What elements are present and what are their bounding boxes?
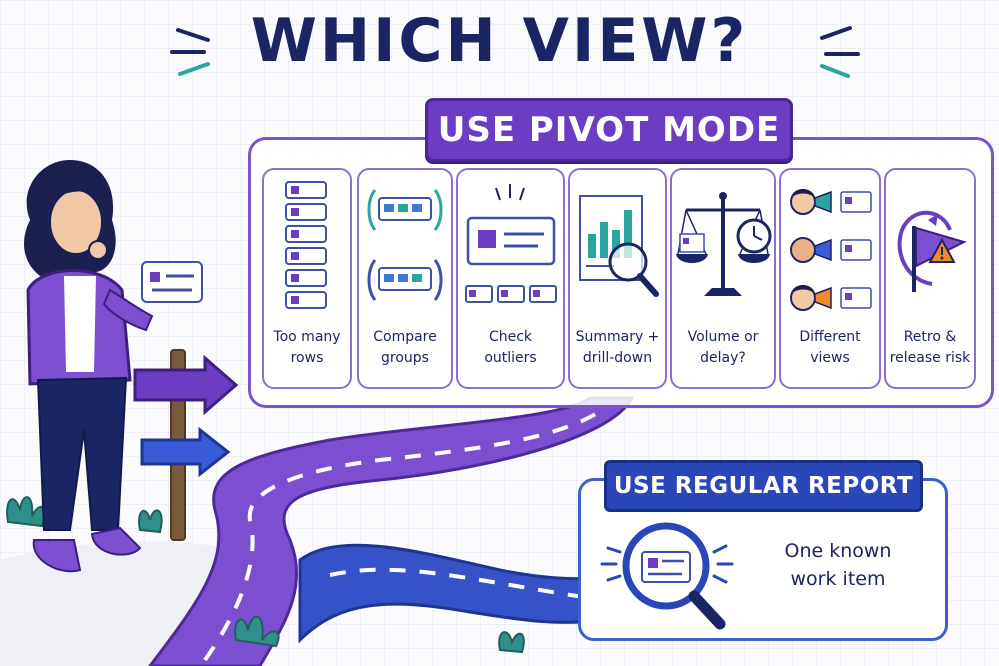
card-summary-drill-down[interactable]: Summary + drill-down bbox=[568, 168, 667, 389]
title-sparkles bbox=[170, 26, 860, 78]
compare-groups-icon bbox=[367, 189, 443, 301]
card-too-many-rows[interactable]: Too many rows bbox=[262, 168, 352, 389]
purple-road-dashes bbox=[203, 406, 607, 662]
card-different-views[interactable]: Different views bbox=[779, 168, 881, 389]
pivot-mode-banner: USE PIVOT MODE bbox=[425, 98, 793, 162]
risk-flag-icon bbox=[897, 210, 967, 292]
card-check-outliers[interactable]: Check outliers bbox=[456, 168, 565, 389]
regular-report-description: One known work item bbox=[784, 540, 892, 590]
card-label: Different views bbox=[799, 329, 861, 366]
signpost bbox=[133, 349, 239, 541]
page-title: WHICH VIEW? bbox=[250, 6, 749, 76]
card-label: Too many rows bbox=[273, 329, 341, 366]
card-label: Summary + drill-down bbox=[575, 329, 660, 366]
blue-road bbox=[298, 543, 602, 644]
card-volume-or-delay[interactable]: Volume or delay? bbox=[670, 168, 776, 389]
regular-report-banner: USE REGULAR REPORT bbox=[604, 460, 923, 512]
blue-road-dashes bbox=[329, 567, 591, 600]
people-views-icon bbox=[790, 189, 872, 311]
purple-road bbox=[148, 396, 635, 666]
outlier-card-icon bbox=[465, 184, 557, 303]
scale-clock-icon bbox=[676, 192, 772, 296]
card-retro-release-risk[interactable]: Retro & release risk bbox=[884, 168, 976, 389]
person-illustration bbox=[24, 160, 203, 573]
stacked-rows-icon bbox=[285, 181, 327, 309]
chart-magnifier-icon bbox=[579, 195, 659, 297]
card-label: Retro & release risk bbox=[889, 329, 971, 366]
card-label: Volume or delay? bbox=[687, 329, 759, 366]
magnifier-card-icon bbox=[600, 522, 734, 630]
card-label: Compare groups bbox=[373, 329, 437, 366]
card-label: Check outliers bbox=[484, 329, 537, 366]
card-compare-groups[interactable]: Compare groups bbox=[357, 168, 453, 389]
